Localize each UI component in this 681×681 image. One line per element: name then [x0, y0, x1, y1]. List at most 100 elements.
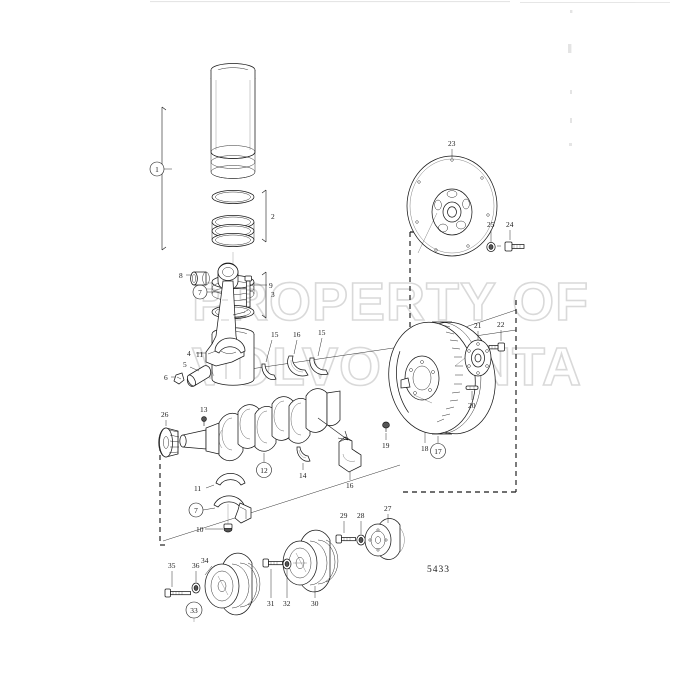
callout-19-label: 19 [382, 441, 390, 450]
part-flywheel-dowel [465, 385, 479, 390]
part-main-bearing-shell-15b [309, 357, 329, 375]
part-timing-gear [158, 427, 180, 458]
callout-35: 35 [168, 561, 176, 587]
callout-27-label: 27 [384, 504, 392, 513]
callout-22-label: 22 [497, 320, 505, 329]
callout-15b-label: 15 [318, 328, 326, 337]
callout-8: 8 [179, 271, 192, 280]
part-connecting-rod-bolt [244, 275, 252, 308]
callout-3-label: 3 [271, 290, 275, 299]
group-boundary-dashes [159, 231, 517, 546]
callout-34: 34 [201, 556, 213, 576]
part-gudgeon-pin [186, 365, 212, 387]
part-sealing-rings [211, 190, 255, 247]
callout-17: 17 [430, 436, 446, 459]
callout-25: 25 [487, 220, 495, 242]
part-connecting-rod [205, 262, 249, 367]
callout-18: 18 [421, 432, 429, 453]
callout-32-label: 32 [283, 599, 291, 608]
callout-11b: 11 [194, 484, 215, 493]
part-flywheel-guide-pin [382, 421, 390, 432]
part-damper-bolt [335, 534, 356, 544]
callout-30: 30 [311, 586, 319, 608]
callout-29: 29 [340, 511, 348, 533]
callout-16a-label: 16 [293, 330, 301, 339]
part-crankshaft-pulley [204, 552, 261, 616]
callout-31-label: 31 [267, 599, 275, 608]
callout-1: 1 [149, 161, 172, 177]
part-drive-plate-washer [486, 242, 501, 252]
callout-1-label: 1 [155, 165, 159, 174]
callout-11a-label: 11 [196, 350, 203, 359]
callout-21: 21 [474, 321, 482, 340]
callout-12: 12 [256, 453, 272, 478]
part-crankshaft [179, 388, 341, 462]
callout-28: 28 [357, 511, 365, 534]
callout-7b: 7 [188, 502, 216, 518]
callout-6: 6 [164, 373, 175, 382]
callout-17-label: 17 [434, 447, 442, 456]
callout-2: 2 [261, 189, 275, 243]
callout-11b-label: 11 [194, 484, 201, 493]
callout-29-label: 29 [340, 511, 348, 520]
callout-33-label: 33 [190, 606, 198, 615]
callout-4-label: 4 [187, 349, 191, 358]
part-crankshaft-pulley-alt [282, 529, 339, 593]
callout-23-label: 23 [448, 139, 456, 148]
callout-28-label: 28 [357, 511, 365, 520]
callout-2-label: 2 [271, 212, 275, 221]
callout-22: 22 [497, 320, 505, 341]
callout-15b: 15 [317, 328, 326, 357]
part-main-bearing-cap [338, 436, 362, 473]
part-connecting-rod-nut [223, 504, 233, 533]
callout-31: 31 [267, 569, 275, 608]
callout-7a-label: 7 [198, 288, 202, 297]
callout-3: 3 [261, 271, 275, 319]
callout-12-label: 12 [260, 466, 268, 475]
callout-15a: 15 [265, 330, 279, 363]
callout-5: 5 [183, 360, 200, 372]
callout-10-label: 10 [196, 525, 204, 534]
plate-number: 5433 [427, 565, 450, 575]
callout-8-label: 8 [179, 271, 183, 280]
callout-11a: 11 [196, 350, 217, 359]
part-drive-plate-bolt [504, 241, 525, 252]
part-bearing-shell-11b [215, 473, 246, 486]
callout-25-label: 25 [487, 220, 495, 229]
callout-5-label: 5 [183, 360, 187, 369]
callout-6-label: 6 [164, 373, 168, 382]
callout-20-label: 20 [468, 401, 476, 410]
part-vibration-damper [364, 518, 405, 560]
callout-34-label: 34 [201, 556, 209, 565]
callout-16a: 16 [293, 330, 301, 355]
part-cylinder-liner-kit-bracket [161, 106, 167, 251]
part-bearing-shell-11a [214, 337, 246, 354]
callout-36-label: 36 [192, 561, 200, 570]
callout-33: 33 [185, 601, 203, 622]
part-thrust-washer [296, 446, 311, 462]
callout-7b-label: 7 [194, 506, 198, 515]
callout-15a-label: 15 [271, 330, 279, 339]
callout-16b-label: 16 [346, 481, 354, 490]
callout-27: 27 [384, 504, 392, 523]
part-circlip [173, 372, 185, 385]
part-cylinder-liner [210, 63, 256, 179]
callout-23: 23 [448, 139, 456, 158]
crank-to-cap-leader [317, 417, 349, 441]
part-damper-washer [356, 534, 366, 546]
part-bearing-shell-7b [213, 495, 252, 524]
watermark-line-2: VOLVO PENTA [192, 337, 582, 397]
watermark-line-1: PROPERTY OF [192, 272, 589, 332]
callout-10: 10 [196, 525, 223, 534]
callout-26: 26 [161, 410, 169, 426]
part-pulley-bolt-alt [262, 558, 283, 568]
callout-24: 24 [506, 220, 514, 240]
part-pulley-washer [191, 582, 201, 594]
part-sealing-ring-stack [211, 215, 255, 247]
part-main-bearing-shell-15a [261, 363, 277, 380]
callout-21-label: 21 [474, 321, 482, 330]
callout-14-label: 14 [299, 471, 307, 480]
part-pulley-washer-alt [282, 558, 292, 570]
callout-18-label: 18 [421, 444, 429, 453]
